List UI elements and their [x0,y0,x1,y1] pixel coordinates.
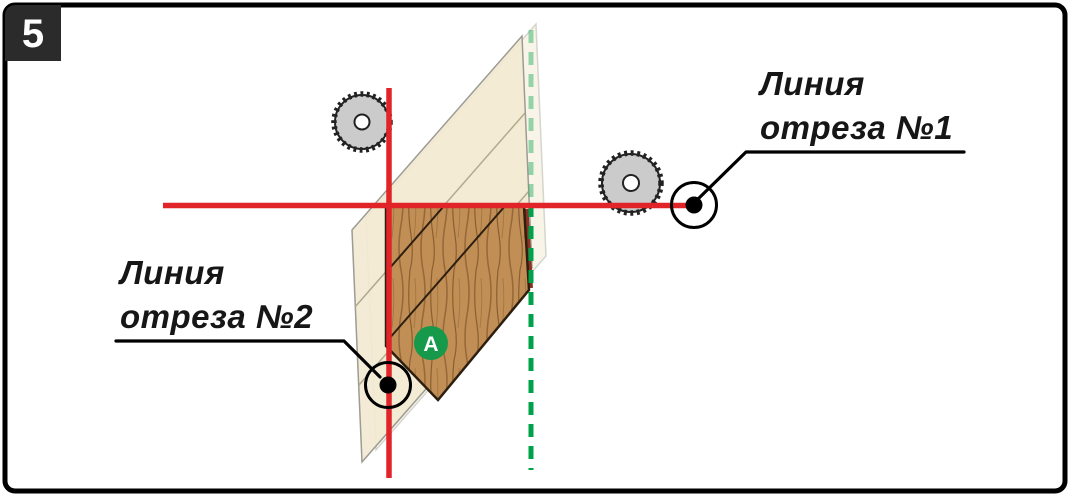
plank-a-seam [387,205,445,271]
callout-cut-line-2: Линия отреза №2 [114,254,412,409]
callout-2-dot [379,376,397,394]
callout-cut-line-1: Линия отреза №1 [670,65,966,229]
callout-2-ring [364,361,412,409]
marker-label: А [423,333,438,356]
callout-1-label-line2: отреза №1 [760,109,953,146]
callout-2-label-line2: отреза №2 [120,298,313,335]
callout-1-ring [670,181,718,229]
plank-marker: А [414,326,448,360]
callout-2-leader [114,339,382,379]
step-badge: 5 [5,5,61,61]
callout-1-label-line1: Линия [758,65,865,102]
step-number: 5 [22,12,44,56]
marker-circle [414,326,448,360]
saw-blade-icon [331,91,393,153]
plank-a-seam [387,205,506,341]
callout-2-label-line1: Линия [118,254,225,291]
step-badge-bg [5,5,61,61]
callout-1-leader [696,150,966,201]
saw-blade-icon [598,150,664,216]
callout-1-dot [685,196,703,214]
